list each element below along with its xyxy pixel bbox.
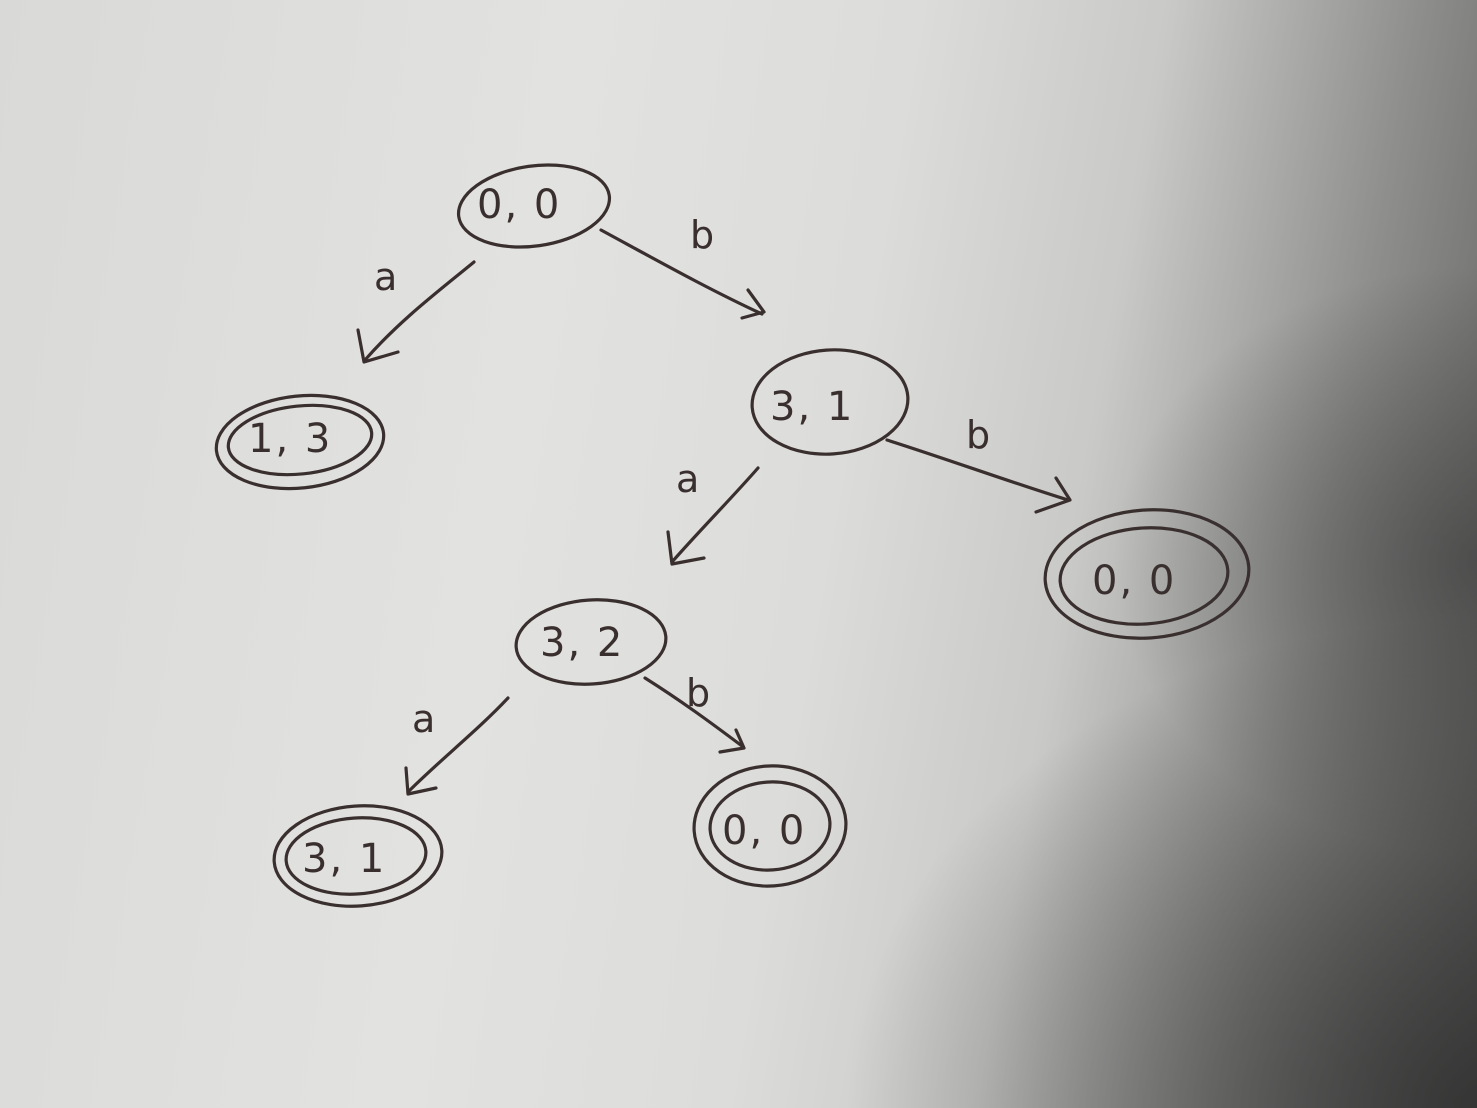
edge-n0-n2: b [599, 213, 766, 320]
edge-label: a [676, 457, 699, 501]
edge-label: b [690, 213, 714, 257]
state-label: 0, 0 [722, 808, 806, 854]
edge-label: a [412, 697, 435, 741]
edge-n4-n6: b [643, 671, 746, 754]
accepting-state-node: 0, 0 [1043, 508, 1251, 640]
edge-n4-n5: a [404, 696, 510, 796]
accepting-state-node: 3, 1 [272, 804, 444, 908]
accepting-state-node: 1, 3 [214, 393, 386, 491]
edge-label: b [686, 671, 710, 715]
state-node: 3, 1 [750, 348, 910, 456]
edge-label: b [966, 413, 990, 457]
edge-label: a [374, 255, 397, 299]
edge-n2-n4: a [666, 457, 760, 566]
state-node: 0, 0 [456, 163, 612, 249]
state-label: 3, 2 [540, 620, 624, 666]
edge-n2-n3: b [885, 413, 1072, 514]
state-label: 0, 0 [477, 182, 561, 228]
state-label: 3, 1 [770, 384, 854, 430]
state-label: 3, 1 [302, 836, 386, 882]
accepting-state-node: 0, 0 [692, 764, 848, 888]
state-label: 0, 0 [1092, 558, 1176, 604]
state-node: 3, 2 [514, 598, 668, 686]
state-label: 1, 3 [248, 416, 332, 462]
edge-n0-n1: a [356, 255, 476, 364]
